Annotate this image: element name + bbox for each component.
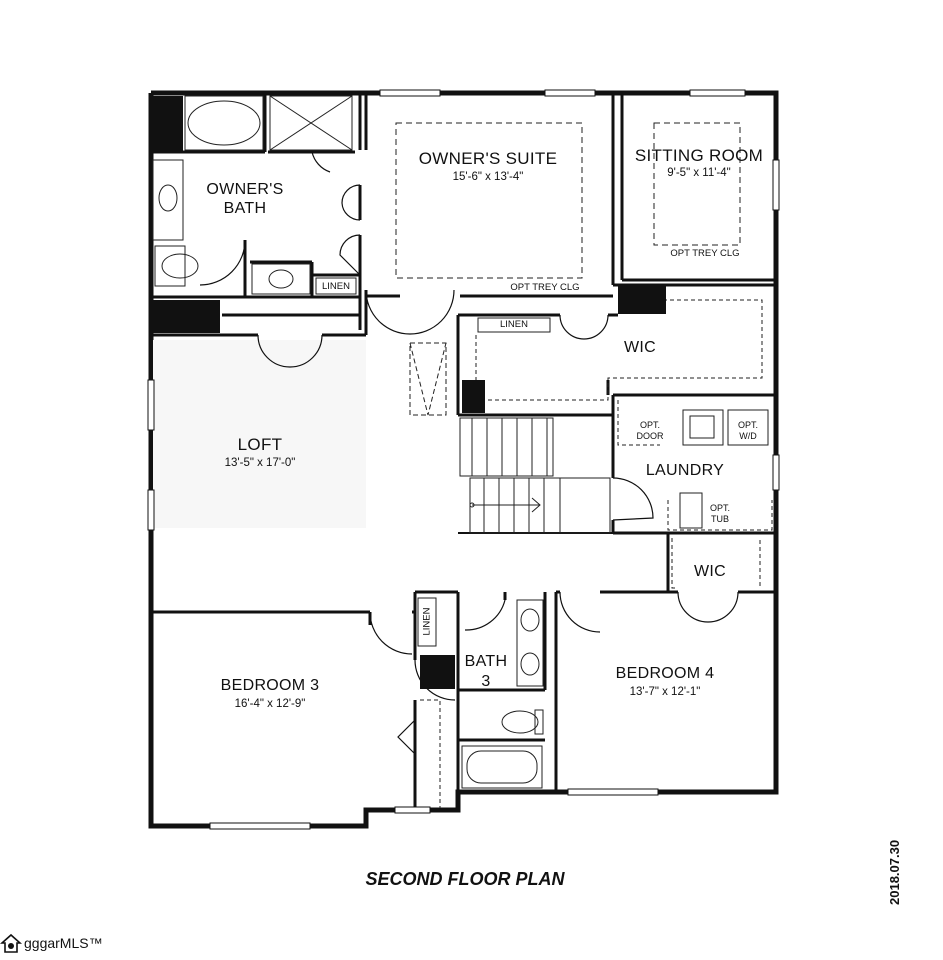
interior-walls xyxy=(151,93,776,810)
mls-watermark: gggarMLS™ xyxy=(0,930,103,956)
mls-watermark-text: gggarMLS™ xyxy=(24,935,103,951)
opt-door-label: OPT. DOOR xyxy=(636,420,664,441)
wic-owner-label: WIC xyxy=(623,339,656,356)
laundry-label: LAUNDRY xyxy=(645,462,725,479)
linen-label-owners-bath: LINEN xyxy=(322,281,350,292)
loft-dims: 13'-5" x 17'-0" xyxy=(224,457,296,469)
sitting-room-ceiling-note: OPT TREY CLG xyxy=(670,248,740,259)
bath3-label: BATH 3 xyxy=(464,653,508,690)
owners-bath-label: OWNER'S BATH xyxy=(206,181,284,217)
linen-label-hall: LINEN xyxy=(421,607,433,636)
date-stamp: 2018.07.30 xyxy=(887,839,902,905)
solid-blocks xyxy=(153,96,666,689)
loft-label: LOFT xyxy=(237,435,283,454)
house-logo-icon xyxy=(0,933,22,953)
owners-suite-label: OWNER'S SUITE xyxy=(418,149,558,168)
plan-title: SECOND FLOOR PLAN xyxy=(365,869,565,889)
opt-wd-label: OPT. W/D xyxy=(737,420,758,441)
linen-label-wic: LINEN xyxy=(500,319,528,330)
windows xyxy=(147,89,780,830)
door-swings xyxy=(199,151,739,755)
wic-bed4-label: WIC xyxy=(693,563,726,580)
bedroom3-dims: 16'-4" x 12'-9" xyxy=(234,698,306,710)
bedroom3-label: BEDROOM 3 xyxy=(220,677,320,694)
bedroom4-dims: 13'-7" x 12'-1" xyxy=(629,686,701,698)
sitting-room-label: SITTING ROOM xyxy=(634,146,764,165)
owners-suite-ceiling-note: OPT TREY CLG xyxy=(510,282,580,293)
opt-tub-label: OPT. TUB xyxy=(709,503,730,524)
bedroom4-label: BEDROOM 4 xyxy=(615,665,715,682)
owners-suite-dims: 15'-6" x 13'-4" xyxy=(452,171,524,183)
sitting-room-dims: 9'-5" x 11'-4" xyxy=(667,167,731,179)
